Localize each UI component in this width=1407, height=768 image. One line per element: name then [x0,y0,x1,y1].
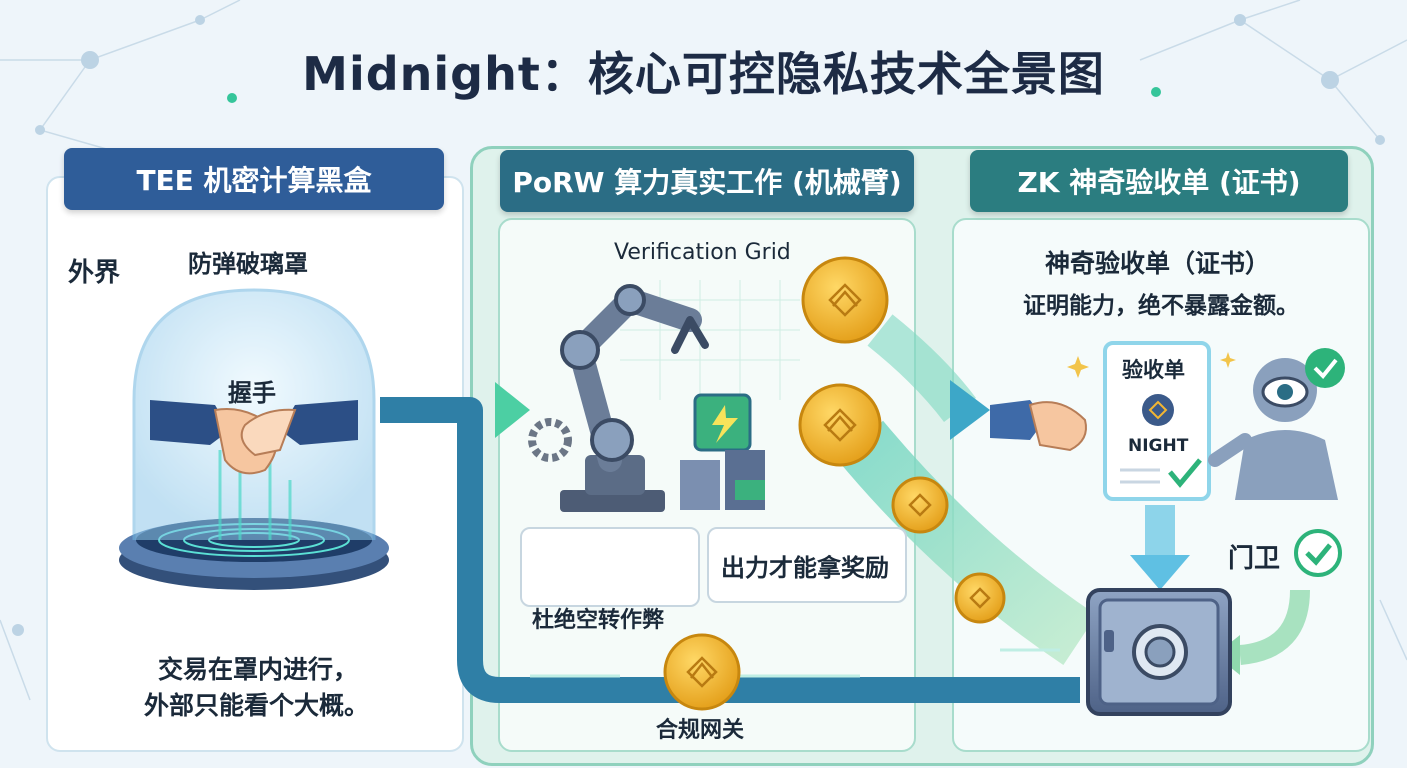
robot-arm [528,280,800,512]
tee-caption-line1: 交易在罩内进行， [158,655,359,684]
dome-label: 防弹破璃罩 [188,250,308,278]
zk-subtitle: 证明能力，绝不暴露金额。 [1023,293,1299,319]
guard-label: 门卫 [1228,544,1281,574]
reward-coins [663,256,1006,711]
outside-label: 外界 [68,258,121,288]
page-title: Midnight：核心可控隐私技术全景图 [302,47,1105,101]
vault-safe [1086,588,1232,716]
zk-title: 神奇验收单（证书） [1045,249,1271,278]
receipt-token: NIGHT [1128,436,1189,456]
verification-grid-label: Verification Grid [614,240,791,265]
porw-header: PoRW 算力真实工作 (机械臂) [500,150,914,212]
zk-illustration [990,341,1345,577]
reward-card [707,527,907,603]
no-idle-card [520,527,700,607]
tee-header: TEE 机密计算黑盒 [64,148,444,210]
receipt-title: 验收单 [1122,358,1185,382]
no-idle-label: 杜绝空转作弊 [532,608,665,633]
glass-dome [119,288,389,590]
flow-pipes [380,314,1310,703]
tee-caption-line2: 外部只能看个大概。 [144,691,370,720]
gateway-label: 合规网关 [656,718,745,743]
zk-header: ZK 神奇验收单 (证书) [970,150,1348,212]
reward-label: 出力才能拿奖励 [721,554,889,582]
handshake-label: 握手 [228,379,276,407]
